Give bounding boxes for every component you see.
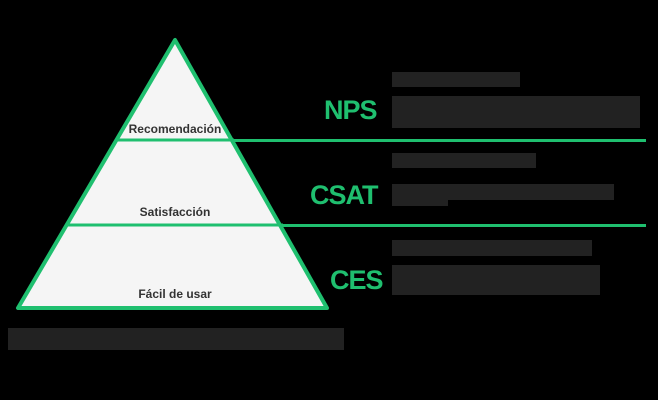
level-label-ease: Fácil de usar [138,287,212,301]
redacted-csat-description [392,184,614,200]
level-label-recommendation: Recomendación [128,122,222,136]
divider-csat [283,224,646,227]
metric-ces: CES [330,265,384,295]
redacted-ces-heading [392,240,592,256]
redacted-nps-heading [392,72,520,87]
redacted-caption [8,328,344,350]
divider-nps [234,139,646,142]
metric-csat: CSAT [310,180,378,210]
metric-nps: NPS [324,95,378,125]
level-label-satisfaction: Satisfacción [139,205,211,219]
redacted-csat-description-2 [392,198,448,206]
redacted-ces-description [392,265,600,295]
redacted-nps-description [392,96,640,128]
redacted-csat-heading [392,153,536,168]
